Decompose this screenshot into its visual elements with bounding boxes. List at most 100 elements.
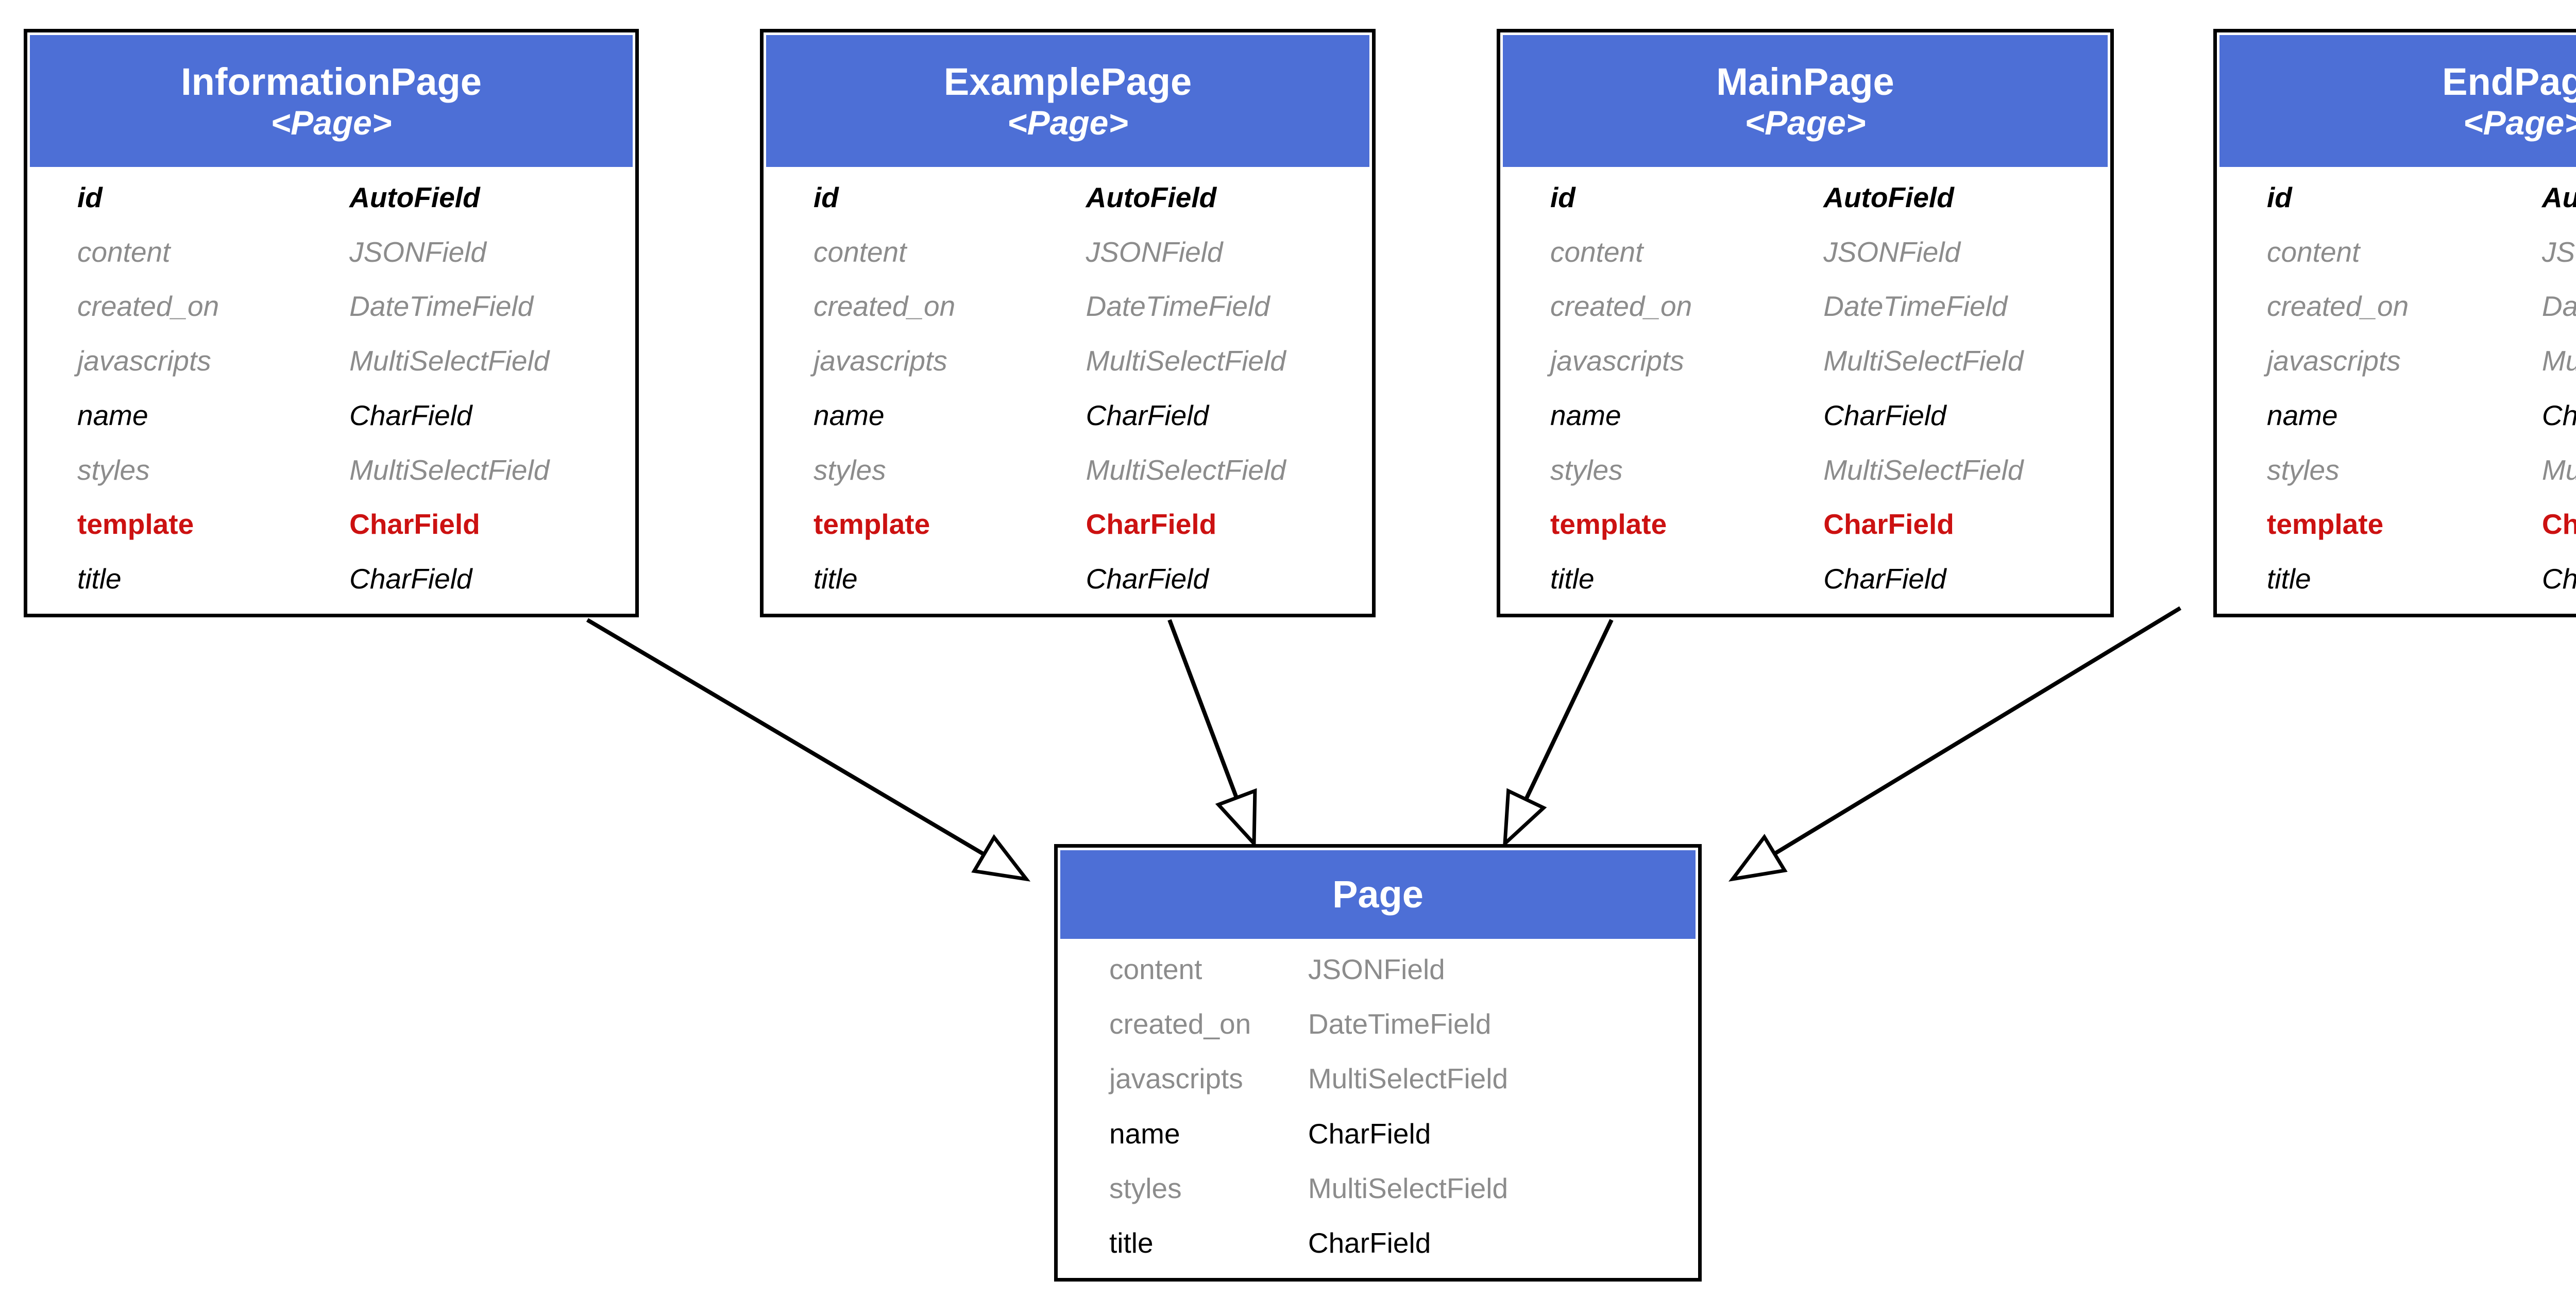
inheritance-arrow-endpage-to-page <box>1728 606 2182 882</box>
model-stereotype: <Page> <box>1744 103 1866 142</box>
field-name: styles <box>814 453 886 486</box>
field-type: DateTimeField <box>1823 290 2008 323</box>
field-row: name CharField <box>766 388 1369 443</box>
field-type: MultiSelectField <box>1086 345 1286 377</box>
model-name: EndPage <box>2442 60 2576 103</box>
field-type: MultiSelectField <box>349 345 550 377</box>
inheritance-arrow-mainpage-to-page <box>1502 619 1614 848</box>
field-type: JSONField <box>1086 235 1223 268</box>
field-name: created_on <box>1109 1008 1251 1040</box>
field-type: CharField <box>2541 399 2576 431</box>
field-type: CharField <box>1086 399 1209 431</box>
field-name: content <box>2267 235 2360 268</box>
field-type: CharField <box>1086 563 1209 595</box>
field-row: content JSONField <box>766 225 1369 279</box>
field-name: id <box>1550 181 1575 213</box>
field-type: CharField <box>349 563 472 595</box>
model-name: Page <box>1332 873 1423 916</box>
field-name: template <box>77 508 194 541</box>
field-name: javascripts <box>77 345 211 377</box>
field-name: javascripts <box>1550 345 1684 377</box>
field-name: id <box>814 181 839 213</box>
field-row: title CharField <box>766 551 1369 606</box>
field-type: MultiSelectField <box>1823 453 2024 486</box>
field-name: id <box>2267 181 2292 213</box>
model-header: EndPage <Page> <box>2219 35 2576 167</box>
field-name: javascripts <box>2267 345 2401 377</box>
model-header: Page <box>1060 850 1696 939</box>
field-row: created_on DateTimeField <box>1503 279 2108 334</box>
arrow-shaft <box>586 618 986 856</box>
field-name: styles <box>1550 453 1623 486</box>
field-row: name CharField <box>2219 388 2576 443</box>
field-name: content <box>77 235 171 268</box>
field-name: name <box>1550 399 1621 431</box>
field-row: created_on DateTimeField <box>766 279 1369 334</box>
field-name: content <box>814 235 907 268</box>
field-name: title <box>814 563 858 595</box>
field-name: title <box>1550 563 1595 595</box>
field-type: DateTimeField <box>1086 290 1270 323</box>
field-name: name <box>2267 399 2338 431</box>
model-header: MainPage <Page> <box>1503 35 2108 167</box>
field-name: template <box>1550 508 1667 541</box>
model-name: ExamplePage <box>943 60 1192 103</box>
field-type: MultiSelectField <box>1308 1063 1509 1095</box>
field-type: DateTimeField <box>349 290 534 323</box>
field-row: name CharField <box>1060 1106 1696 1161</box>
field-type: CharField <box>1308 1117 1431 1150</box>
field-type: CharField <box>1308 1226 1431 1259</box>
field-name: content <box>1109 953 1202 986</box>
field-name: styles <box>2267 453 2340 486</box>
model-header: InformationPage <Page> <box>30 35 633 167</box>
model-stereotype: <Page> <box>270 103 392 142</box>
field-type: JSONField <box>349 235 486 268</box>
field-type: DateTimeField <box>2541 290 2576 323</box>
field-name: content <box>1550 235 1643 268</box>
field-name: name <box>1109 1117 1180 1150</box>
field-name: name <box>814 399 885 431</box>
field-row: id AutoField <box>1503 170 2108 225</box>
field-name: template <box>2267 508 2384 541</box>
field-type: MultiSelectField <box>349 453 550 486</box>
field-row: content JSONField <box>30 225 633 279</box>
hollow-arrowhead-icon <box>1215 788 1257 848</box>
field-name: title <box>2267 563 2311 595</box>
field-name: id <box>77 181 103 213</box>
field-name: template <box>814 508 930 541</box>
field-name: created_on <box>1550 290 1692 323</box>
field-type: CharField <box>349 399 472 431</box>
field-name: created_on <box>814 290 956 323</box>
hollow-arrowhead-icon <box>1502 788 1547 848</box>
field-type: AutoField <box>1823 181 1954 213</box>
field-type: CharField <box>2541 563 2576 595</box>
model-stereotype: <Page> <box>1007 103 1128 142</box>
